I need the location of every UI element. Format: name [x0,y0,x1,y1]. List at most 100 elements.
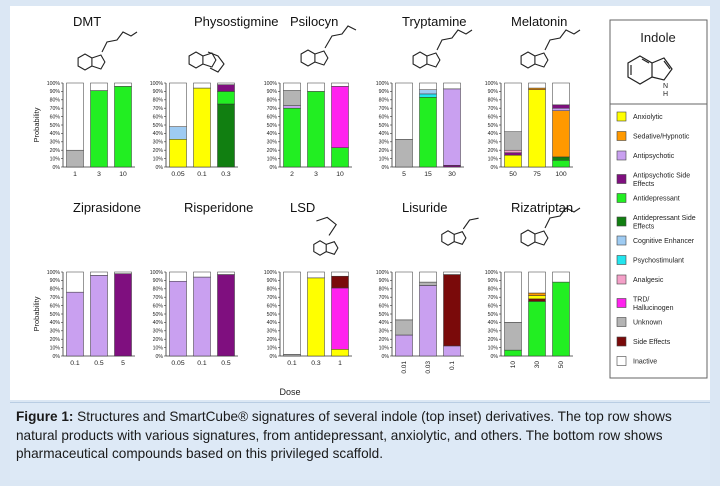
bar-segment-antipsychotic_se [443,165,461,168]
bar-segment-antipsychotic [283,105,301,109]
x-tick-label: 0.5 [221,360,231,367]
y-tick-label: 10% [50,345,61,351]
bar-segment-antidepressant [90,90,108,168]
bar-segment-unknown [283,354,301,357]
chart-ziprasidone: Ziprasidone0%10%20%30%40%50%60%70%80%90%… [32,200,141,367]
y-tick-label: 30% [488,329,499,335]
y-tick-label: 90% [50,278,61,284]
legend-label: Analgesic [633,277,664,284]
y-tick-label: 20% [50,337,61,343]
y-tick-label: 20% [488,337,499,343]
y-tick-label: 90% [153,278,164,284]
x-tick-label: 30 [448,171,456,178]
y-tick-label: 0% [270,354,278,360]
y-tick-label: 50% [267,312,278,318]
legend-label: Side Effects [633,339,671,346]
bar-segment-antipsychotic [90,275,108,357]
y-tick-label: 60% [379,114,390,120]
y-tick-label: 30% [153,329,164,335]
y-tick-label: 50% [153,312,164,318]
legend-swatch [616,298,627,308]
bar-segment-antidepressant [419,97,437,168]
y-tick-label: 70% [50,295,61,301]
y-tick-label: 70% [267,295,278,301]
chart-title: Melatonin [511,14,567,29]
y-tick-label: 40% [267,131,278,137]
chart-lisuride: Lisuride0%10%20%30%40%50%60%70%80%90%100… [376,200,464,374]
dose-axis-label: Dose [279,387,300,397]
x-tick-label: 0.3 [221,171,231,178]
bar-segment-antidepressant [114,86,132,168]
bar-segment-inactive [331,271,349,277]
bar-segment-inactive [217,82,235,85]
molecule-sketch [300,25,357,67]
legend-item-antidepressant: Antidepressant [616,193,680,203]
legend-swatch [616,193,627,203]
x-tick-label: 10 [336,171,344,178]
bar-segment-antidepressant_se [552,156,570,161]
y-tick-label: 70% [153,295,164,301]
y-tick-label: 30% [379,329,390,335]
y-tick-label: 90% [488,278,499,284]
y-tick-label: 0% [53,165,61,171]
bar-segment-unknown [283,90,301,106]
x-tick-label: 15 [424,171,432,178]
bar-segment-inactive [66,271,84,293]
legend-item-side_effects: Side Effects [616,336,671,347]
bar-segment-antipsychotic [552,107,570,111]
y-tick-label: 60% [50,114,61,120]
bar-segment-cognitive [169,126,187,140]
x-tick-label: 0.1 [197,171,207,178]
y-tick-label: 10% [153,156,164,162]
chart-title: Physostigmine [194,14,279,29]
y-tick-label: 70% [488,106,499,112]
legend-label: Unknown [633,320,662,327]
y-tick-label: 60% [153,303,164,309]
y-tick-label: 0% [53,354,61,360]
y-axis-title: Probability [32,296,41,331]
bar-segment-inactive [66,82,84,151]
bar-segment-inactive [283,271,301,355]
bar-segment-antidepressant [528,301,546,357]
y-tick-label: 100% [376,81,390,87]
y-tick-label: 100% [47,270,61,276]
y-tick-label: 50% [488,312,499,318]
bar-segment-inactive [443,82,461,90]
y-tick-label: 80% [267,98,278,104]
molecule-sketch [520,207,581,247]
legend-swatch [616,317,627,327]
legend-swatch [616,150,627,161]
x-tick-label: 2 [290,171,294,178]
x-tick-label: 30 [534,361,541,369]
y-tick-label: 100% [150,270,164,276]
bar-segment-analgesic [504,149,522,153]
bar-segment-sedative [528,292,546,296]
y-tick-label: 70% [379,295,390,301]
legend-label: Cognitive Enhancer [633,238,695,245]
legend-label: TRD/Hallucinogen [633,297,674,313]
y-tick-label: 20% [50,148,61,154]
bar-segment-side_effects [331,275,349,289]
y-tick-label: 80% [153,287,164,293]
indole-n-label: N [663,83,668,90]
bar-segment-anxiolytic [307,277,325,357]
y-tick-label: 60% [267,114,278,120]
y-tick-label: 60% [153,114,164,120]
molecule-sketch [313,216,339,256]
x-tick-label: 0.05 [171,360,184,367]
y-tick-label: 30% [488,140,499,146]
y-tick-label: 10% [267,345,278,351]
y-tick-label: 40% [379,320,390,326]
chart-title: DMT [73,14,101,29]
caption-text: Structures and SmartCube® signatures of … [16,409,672,461]
y-tick-label: 30% [153,140,164,146]
y-tick-label: 60% [488,114,499,120]
y-tick-label: 40% [379,131,390,137]
caption-label: Figure 1: [16,409,74,424]
y-tick-label: 40% [50,320,61,326]
x-tick-label: 0.1 [287,360,297,367]
bar-segment-sedative [528,87,546,90]
x-tick-label: 0.1 [70,360,80,367]
legend-item-psychostimulant: Psychostimulant [616,255,684,265]
